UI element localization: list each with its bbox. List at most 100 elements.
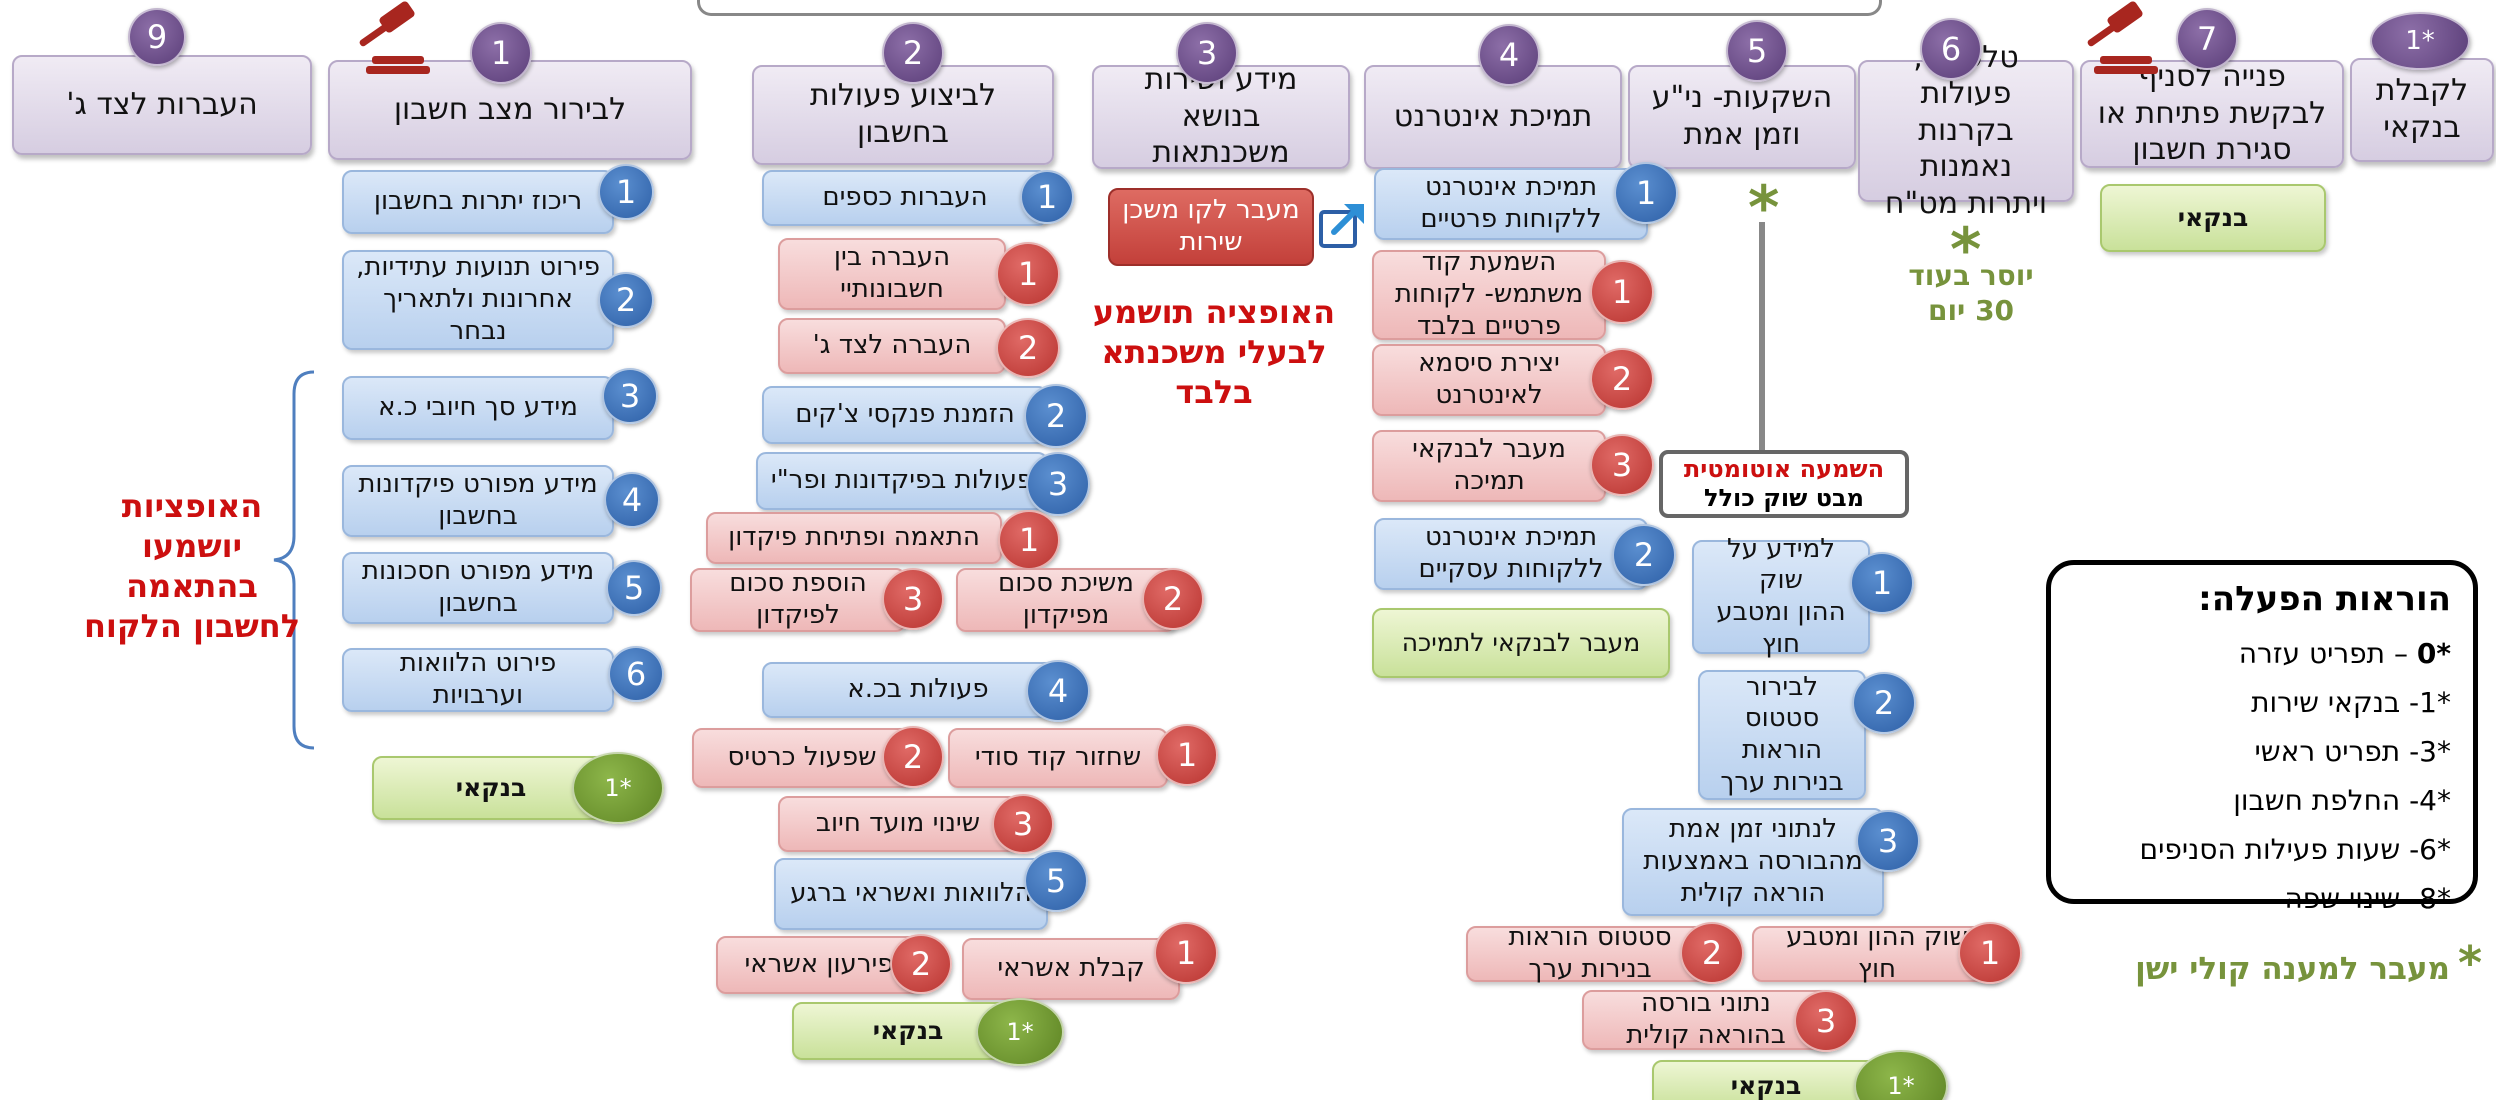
order-checkbooks: הזמנת פנקסי צ'קים <box>762 386 1048 444</box>
gavel-icon <box>2087 1 2158 74</box>
account-options-note: האופציות יושמעו בהתאמה לחשבון הלקוח <box>83 487 301 645</box>
action-option-number: 2 <box>1142 568 1204 630</box>
action-option-number: 1 <box>1156 724 1218 786</box>
main-menu-number-9: 9 <box>128 8 186 66</box>
open-deposit: התאמה ופתיחת פיקדון <box>706 512 1002 564</box>
action-option-number: 5 <box>1024 850 1088 912</box>
action-option-number: 2 <box>890 934 952 994</box>
main-menu-item-9: העברות לצד ג' <box>12 55 312 155</box>
instruction-key: *0 <box>2416 637 2451 670</box>
create-internet-password: יצירת סיסמא לאינטרנט <box>1372 344 1606 416</box>
change-billing-date: שינוי מועד חיוב <box>778 796 1018 852</box>
external-link-icon <box>1319 204 1364 248</box>
invest-option-number: 1 <box>1958 922 2022 984</box>
main-menu-number-6: 6 <box>1920 18 1982 80</box>
add-to-deposit: הוספת סכום לפיקדון <box>690 568 906 632</box>
main-menu-number-star1: 1* <box>2370 12 2470 70</box>
instruction-text: - החלפת חשבון <box>2233 784 2420 817</box>
action-option-number: 1 <box>1154 922 1218 984</box>
action-option-number: 1 <box>998 510 1060 570</box>
restore-pin: שחזור קוד סודי <box>948 728 1168 788</box>
main-menu-item-7: פנייה לסניף לבקשת פתיחת או סגירת חשבון <box>2080 59 2344 168</box>
withdraw-from-deposit: משיכת סכום מפיקדון <box>956 568 1176 632</box>
transfer-support-banker: מעבר לבנקאי תמיכה <box>1372 430 1606 502</box>
capital-market-info: למידע על שוק ההון ומטבע חוץ <box>1692 534 1870 659</box>
instruction-text: - תפריט ראשי <box>2254 735 2420 768</box>
instruction-text: - שעות פעילות הסניפים <box>2139 833 2420 866</box>
banker-badge: 1* <box>976 998 1064 1066</box>
transfer-between-accounts: העברה בין חשבונותיי <box>778 238 1006 310</box>
deposit-actions: פעולות בפיקדונות ופר"י <box>756 452 1048 510</box>
main-menu-item-6: טלפקס, פעולות בקרנות נאמנות ויתרות מט"ח <box>1858 40 2074 221</box>
instruction-row: *6- שעות פעילות הסניפים <box>2071 825 2451 874</box>
removal-notice: יוסר בעוד 30 יום <box>1908 259 2034 327</box>
action-option-number: 1 <box>1020 170 1074 224</box>
market-overview-label: מבט שוק כולל <box>1704 484 1864 512</box>
account-transactions: פירוט תנועות עתידיות, אחרונות ולתאריך נב… <box>342 250 614 350</box>
receive-credit: קבלת אשראי <box>962 938 1180 1000</box>
banker-badge: 1* <box>1854 1050 1948 1100</box>
action-option-number: 4 <box>1026 660 1090 722</box>
main-menu-number-7: 7 <box>2176 8 2238 70</box>
main-menu-item-banker: לקבלת בנקאי <box>2350 58 2494 162</box>
invest-option-number: 1 <box>1850 552 1914 614</box>
transfer-support-banker-button: מעבר לבנקאי לתמיכה <box>1372 608 1670 678</box>
asterisk-icon: * <box>2458 936 2483 990</box>
action-option-number: 3 <box>882 568 944 630</box>
banker-button: בנקאי <box>372 756 610 820</box>
invest-option-number: 2 <box>1680 922 1744 984</box>
asterisk-icon: * <box>1950 215 1982 285</box>
instructions-title: הוראות הפעלה: <box>2198 579 2451 619</box>
main-menu-number-2: 2 <box>882 22 944 84</box>
internet-option-number: 2 <box>1590 348 1654 410</box>
operating-instructions: הוראות הפעלה: *0 – תפריט עזרה *1- בנקאי … <box>2046 560 2478 915</box>
invest-option-number: 3 <box>1794 990 1858 1052</box>
options-brace <box>273 370 315 750</box>
action-option-number: 3 <box>992 794 1054 854</box>
invest-option-number: 3 <box>1856 810 1920 872</box>
instruction-row: *4- החלפת חשבון <box>2071 776 2451 825</box>
account-option-number: 5 <box>606 560 662 616</box>
main-menu-number-5: 5 <box>1726 20 1788 82</box>
securities-status-voice: סטטוס הוראות בנירות ערך <box>1466 922 1714 984</box>
instruction-text: - בנקאי שירות <box>2251 686 2420 719</box>
account-option-number: 6 <box>608 646 664 702</box>
mortgage-line-button: מעבר לקו משכן שירות <box>1108 188 1314 266</box>
account-option-number: 3 <box>602 368 658 424</box>
internet-option-number: 1 <box>1590 260 1654 324</box>
account-loans-info: פירוט הלוואות וערבויות <box>342 648 614 712</box>
instruction-key: *3 <box>2419 735 2451 768</box>
connector-line <box>1759 222 1765 454</box>
activate-card: שפעול כרטיס <box>692 728 912 788</box>
mortgage-note: האופציה תושמע לבעלי משכנתא בלבד <box>1092 293 1336 411</box>
main-menu-number-1: 1 <box>470 22 532 84</box>
money-transfers: העברות כספים <box>762 170 1048 226</box>
main-menu-item-3: מידע ושירות בנושא משכנתאות <box>1092 62 1350 170</box>
invest-option-number: 2 <box>1852 672 1916 734</box>
internet-support-private: תמיכת אינטרנט ללקוחות פרטיים <box>1374 168 1648 240</box>
account-option-number: 4 <box>604 472 660 528</box>
instant-loans-credit: הלוואות ואשראי ברגע <box>774 858 1048 930</box>
banker-button: בנקאי <box>2100 184 2326 252</box>
action-option-number: 1 <box>996 242 1060 306</box>
internet-option-number: 2 <box>1612 524 1676 586</box>
instruction-key: *4 <box>2419 784 2451 817</box>
action-option-number: 3 <box>1026 452 1090 516</box>
action-option-number: 2 <box>1024 384 1088 448</box>
stock-data-voice: נתוני בורסה בהוראה קולית <box>1582 988 1830 1050</box>
main-menu-number-3: 3 <box>1176 22 1238 84</box>
instruction-text: – תפריט עזרה <box>2238 637 2417 670</box>
top-frame <box>697 0 1882 16</box>
instruction-row: *3- תפריט ראשי <box>2071 727 2451 776</box>
instruction-key: *6 <box>2419 833 2451 866</box>
account-option-number: 2 <box>598 272 654 328</box>
securities-order-status: לבירור סטטוס הוראות בנירות ערך <box>1698 670 1866 800</box>
account-option-number: 1 <box>598 164 654 220</box>
credit-card-actions: פעולות בכ.א <box>762 662 1074 718</box>
action-option-number: 2 <box>996 318 1060 378</box>
auto-playback-title: השמעה אוטומטית <box>1683 455 1885 484</box>
account-balance-summary: ריכוז יתרות בחשבון <box>342 170 614 234</box>
legacy-voice-note: מעבר למענה קולי ישן <box>2135 951 2450 987</box>
credit-repayment: פירעון אשראי <box>716 936 922 994</box>
